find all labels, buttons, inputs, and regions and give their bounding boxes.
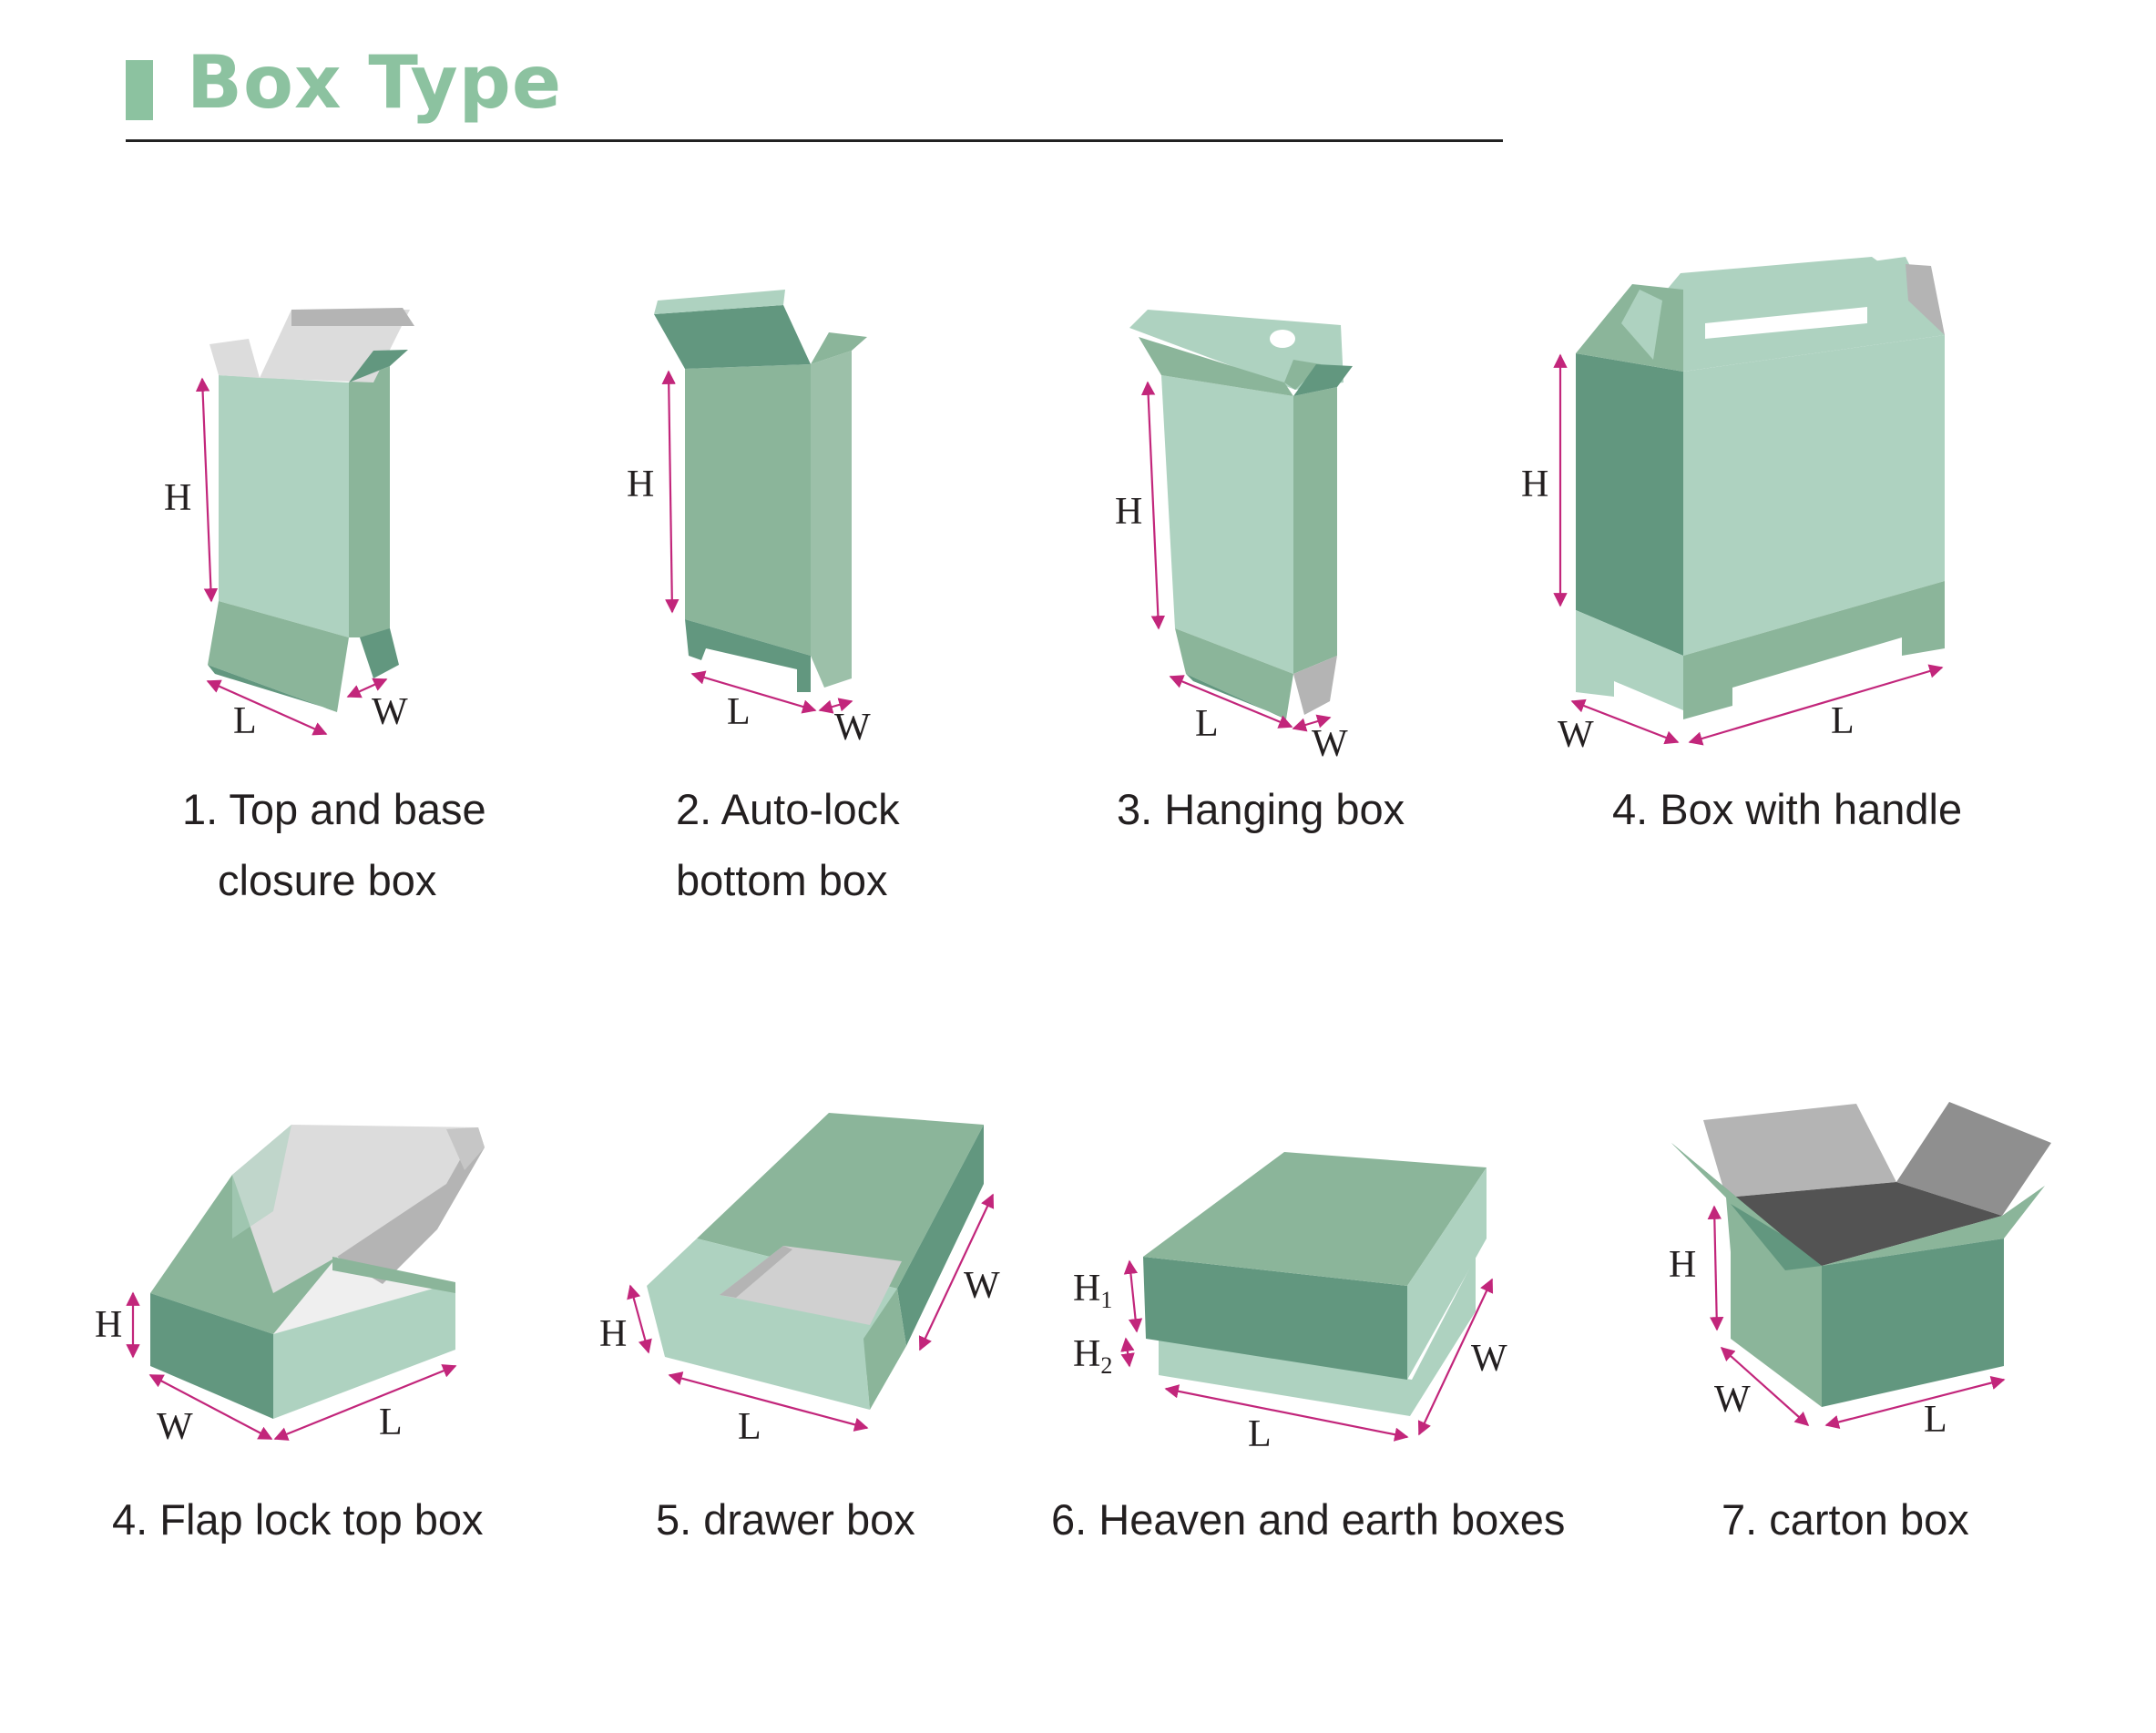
dim-label-w: W [964,1265,1000,1307]
box-caption: 5. drawer box [656,1495,915,1544]
dim-label-h2: H2 [1073,1333,1112,1379]
dim-label-w: W [1558,714,1594,756]
title-accent-bar [126,60,153,120]
box-caption-line2: closure box [218,856,437,904]
dim-label-h: H [599,1313,627,1355]
dim-label-h: H [164,477,191,519]
box-caption-line2: bottom box [676,856,888,904]
dim-label-h: H [1115,491,1142,533]
dim-label-h: H [627,464,654,505]
box-caption: 1. Top and base [182,785,486,833]
box-caption: 4. Box with handle [1612,785,1963,833]
box-caption: 3. Hanging box [1117,785,1405,833]
dim-label-l: L [1195,703,1219,745]
dim-label-l: L [1924,1399,1947,1441]
dim-label-l: L [233,700,257,742]
dim-label-h: H [95,1304,122,1346]
dim-label-w: W [1312,723,1348,765]
dim-label-w: W [1471,1338,1507,1380]
box-caption: 7. carton box [1722,1495,1969,1544]
dim-label-l: L [738,1406,761,1448]
dim-label-h: H [1521,464,1548,505]
page-title: Box Type [187,40,563,125]
dim-label-l: L [379,1402,403,1443]
dim-label-w: W [372,691,408,733]
dim-label-w: W [157,1406,193,1448]
dim-label-w: W [834,707,871,749]
box-caption: 2. Auto-lock [676,785,900,833]
dim-label-h1: H1 [1073,1268,1112,1313]
dim-label-w: W [1714,1379,1751,1421]
page-header: Box Type [0,0,2156,155]
box-caption: 6. Heaven and earth boxes [1051,1495,1566,1544]
dim-label-l: L [727,691,751,733]
dim-label-l: L [1831,700,1855,742]
dim-label-h: H [1669,1244,1696,1286]
dim-label-l: L [1248,1413,1272,1455]
title-divider [126,139,1503,142]
box-caption: 4. Flap lock top box [112,1495,484,1544]
